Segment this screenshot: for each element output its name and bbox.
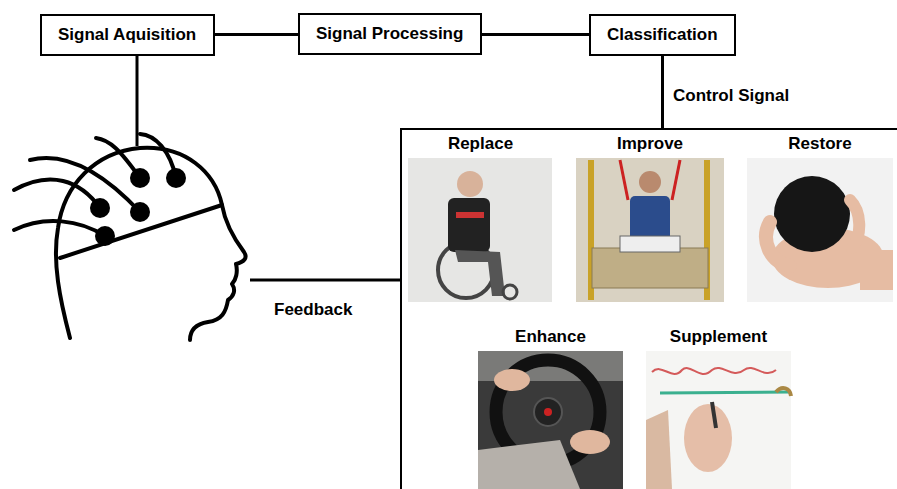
photo-background bbox=[478, 351, 623, 489]
harness-strap bbox=[672, 160, 680, 200]
person-torso bbox=[448, 198, 490, 252]
edge-label: Control Signal bbox=[671, 86, 791, 106]
photo-background bbox=[576, 158, 724, 302]
photo-background bbox=[747, 158, 893, 302]
application-tile: Replace bbox=[408, 134, 553, 304]
electrode-wire bbox=[14, 180, 100, 208]
tile-heading: Restore bbox=[785, 134, 854, 154]
hand-finger bbox=[850, 200, 859, 248]
wheel-hub bbox=[534, 398, 562, 426]
caster-wheel bbox=[503, 285, 517, 299]
application-tile: Supplement bbox=[646, 327, 791, 489]
person-head bbox=[639, 171, 661, 193]
tile-heading: Supplement bbox=[667, 327, 770, 347]
trainer-base bbox=[592, 248, 708, 288]
connector-line bbox=[215, 33, 298, 36]
tile-heading: Enhance bbox=[512, 327, 589, 347]
acquisition-wire bbox=[136, 50, 139, 146]
driver-hand bbox=[494, 369, 530, 391]
box-label: Classification bbox=[607, 25, 718, 45]
sleeve bbox=[478, 440, 580, 489]
shirt-print bbox=[456, 212, 484, 218]
wrist bbox=[860, 250, 893, 290]
electrode-dot bbox=[130, 168, 150, 188]
tile-heading: Improve bbox=[614, 134, 686, 154]
hand-thumb bbox=[766, 222, 790, 266]
application-tile: Improve bbox=[576, 134, 724, 304]
box-label: Signal Processing bbox=[316, 24, 464, 44]
tile-heading: Replace bbox=[445, 134, 516, 154]
output-panel: Replace Improve RestoreEnhance Supplement bbox=[400, 128, 897, 489]
hub-logo bbox=[544, 408, 552, 416]
process-box: Signal Processing bbox=[298, 13, 482, 55]
process-box: Signal Aquisition bbox=[40, 14, 215, 56]
trainer-panel bbox=[620, 236, 680, 252]
connector-line bbox=[482, 33, 589, 36]
process-box: Classification bbox=[589, 14, 736, 56]
pen bbox=[712, 402, 716, 428]
drawing-hand bbox=[684, 404, 732, 472]
driver-hand bbox=[570, 430, 610, 454]
photo-background bbox=[646, 351, 791, 489]
box-label: Signal Aquisition bbox=[58, 25, 197, 45]
tool bbox=[776, 388, 791, 396]
electrode-dot bbox=[90, 198, 110, 218]
electrode-wire bbox=[30, 158, 140, 212]
drawn-line bbox=[660, 392, 790, 393]
board-scribble bbox=[652, 368, 776, 374]
harness-strap bbox=[620, 160, 628, 200]
electrode-dot bbox=[95, 226, 115, 246]
electrode-wire bbox=[14, 221, 105, 236]
other-hand bbox=[646, 410, 672, 489]
connector-line bbox=[661, 56, 664, 128]
electrode-dot bbox=[130, 202, 150, 222]
photo-background bbox=[408, 158, 552, 302]
application-tile: Enhance bbox=[478, 327, 623, 489]
electrode-dot bbox=[166, 168, 186, 188]
application-tile: Restore bbox=[747, 134, 893, 304]
person-head bbox=[457, 171, 483, 197]
head-outline bbox=[56, 148, 246, 340]
rubber-ball bbox=[774, 176, 850, 252]
line-label: Feedback bbox=[272, 300, 354, 320]
feedback-line bbox=[250, 279, 401, 282]
person-legs bbox=[455, 250, 505, 296]
